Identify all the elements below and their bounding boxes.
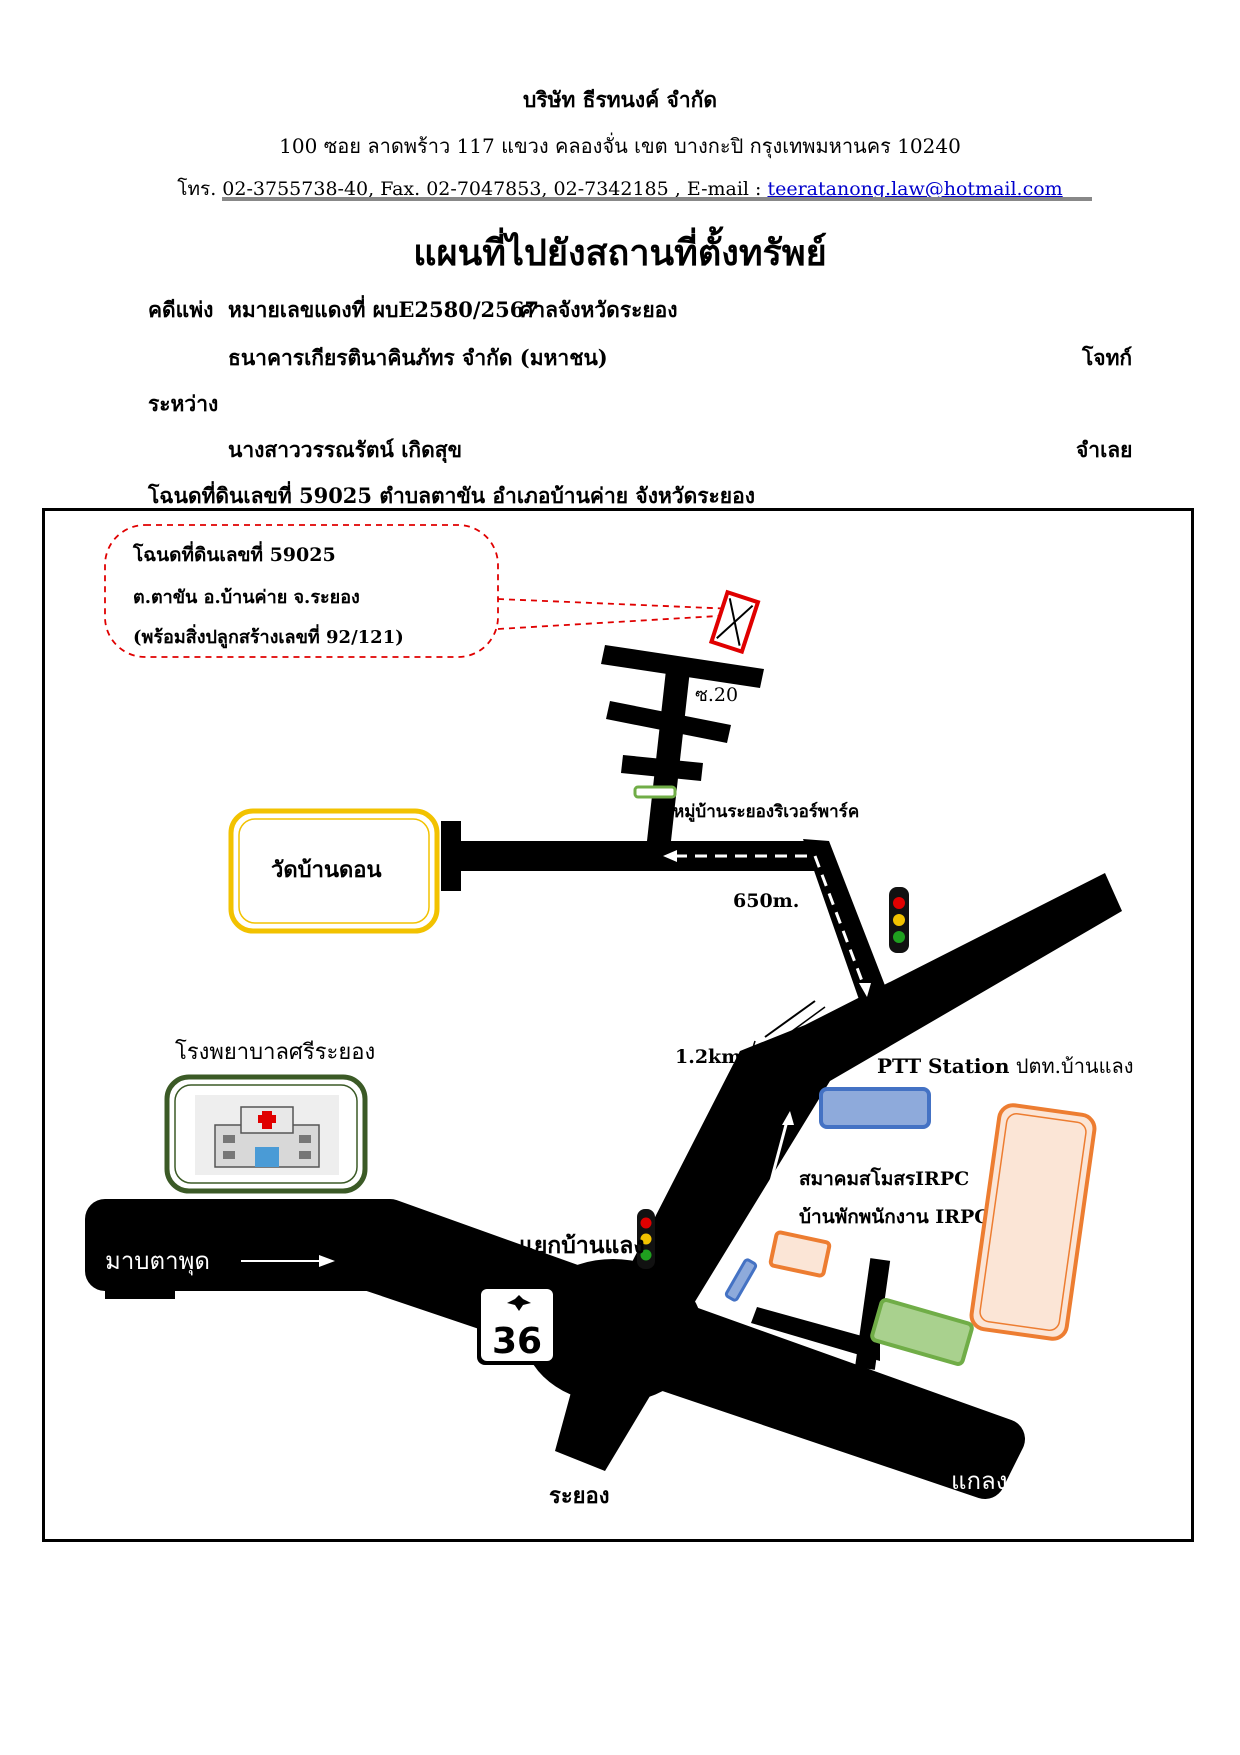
from-arrow-icon: [319, 1255, 335, 1267]
irpc-staff-label: บ้านพักพนักงาน IRPC: [799, 1206, 989, 1228]
route-36-shield-face: [481, 1289, 553, 1361]
callout-pointer-bottom: [497, 614, 736, 630]
hospital-connector: [221, 1201, 311, 1231]
road-end-cap: [441, 821, 461, 891]
temple-box: [228, 808, 440, 934]
page-title: แผนที่ไปยังสถานที่ตั้งทรัพย์: [413, 232, 827, 274]
junction-label: แยกบ้านแลง: [519, 1232, 645, 1259]
from-label: มาบตาพุด: [105, 1247, 210, 1276]
soi-branch-3: [621, 755, 703, 781]
callout-pointer-top: [497, 598, 736, 610]
route-arrow-north: [782, 1111, 794, 1125]
defendant-role: จำเลย: [1076, 437, 1133, 462]
irpc-gate-icon: [724, 1258, 758, 1302]
ptt-label-rest: ปตท.บ้านแลง: [1009, 1054, 1133, 1078]
garuda-emblem-icon: [507, 1295, 531, 1311]
ptt-label-bold: PTT Station: [877, 1054, 1010, 1078]
ptt-station-box: [819, 1087, 931, 1129]
to-klaeng-label: แกลง: [951, 1467, 1007, 1495]
company-name: บริษัท ธีรทนงค์ จำกัด: [523, 87, 717, 112]
defendant-name: นางสาววรรณรัตน์ เกิดสุข: [228, 437, 462, 462]
hospital-box-inner: [174, 1084, 358, 1184]
irpc-side-road-branch: [855, 1258, 891, 1370]
soi-branch-1: [601, 645, 764, 688]
header-divider: [222, 197, 1092, 201]
between-label: ระหว่าง: [148, 391, 219, 416]
route-dashed-line: [675, 854, 867, 990]
traffic-light-icon: [637, 1209, 655, 1269]
location-map: โฉนดที่ดินเลขที่ 59025 ต.ตาขัน อ.บ้านค่า…: [85, 524, 1134, 1509]
irpc-housing-box: [969, 1103, 1097, 1341]
road-to-rayong: [555, 1341, 665, 1471]
callout-line-1: โฉนดที่ดินเลขที่ 59025: [132, 541, 336, 566]
traffic-light-icon: [889, 887, 909, 953]
callout-line-3: (พร้อมสิ่งปลูกสร้างเลขที่ 92/121): [133, 624, 404, 649]
temple-label: วัดบ้านดอน: [271, 857, 382, 883]
route-arrow-south: [859, 983, 871, 997]
route-arrow-west: [663, 850, 677, 862]
road-to-temple: [443, 841, 829, 871]
callout-line-2: ต.ตาขัน อ.บ้านค่าย จ.ระยอง: [133, 587, 360, 608]
irpc-side-road: [751, 1307, 880, 1361]
case-label: คดีแพ่ง: [148, 297, 214, 322]
irpc-housing-box-inner: [979, 1112, 1087, 1332]
village-gate-icon: [633, 785, 677, 799]
irpc-green-building: [870, 1298, 974, 1366]
distance-650-line: [764, 1000, 816, 1038]
irpc-club-label: สมาคมสโมสรIRPC: [799, 1167, 969, 1190]
temple-box-inner: [238, 818, 430, 924]
distance-arrow-lower: [672, 1040, 756, 1312]
to-rayong-label: ระยอง: [549, 1483, 609, 1509]
map-frame: โฉนดที่ดินเลขที่ 59025 ต.ตาขัน อ.บ้านค่า…: [42, 508, 1194, 1542]
hospital-building-icon: [195, 1095, 339, 1175]
distance-arrow-upper: [772, 1006, 826, 1046]
deed-callout-box: [104, 524, 499, 658]
soi-branch-2: [606, 701, 731, 743]
route-number-label: 36: [492, 1321, 542, 1362]
distance-650-label: 650m.: [733, 890, 799, 912]
hospital-label: โรงพยาบาลศรีระยอง: [175, 1039, 375, 1065]
plaintiff-name: ธนาคารเกียรตินาคินภัทร จำกัด (มหาชน): [228, 345, 608, 370]
ptt-label: PTT Station ปตท.บ้านแลง: [877, 1054, 1134, 1078]
route-line-up: [769, 1120, 789, 1182]
company-address: 100 ซอย ลาดพร้าว 117 แขวง คลองจั่น เขต บ…: [279, 134, 961, 158]
village-label: หมู่บ้านระยองริเวอร์พาร์ค: [673, 801, 859, 823]
soi-20-label: ซ.20: [695, 684, 738, 706]
irpc-club-box: [768, 1230, 832, 1278]
highway-west-end: [105, 1219, 175, 1299]
distance-arrowhead-bottom: [669, 1297, 679, 1311]
contact-phone-fax: โทร. 02-3755738-40, Fax. 02-7047853, 02-…: [177, 178, 768, 200]
case-number: หมายเลขแดงที่ ผบE2580/2567: [228, 297, 539, 322]
email-link[interactable]: teeratanong.law@hotmail.com: [767, 178, 1063, 200]
company-contact: โทร. 02-3755738-40, Fax. 02-7047853, 02-…: [0, 174, 1240, 204]
distance-arrowhead-top: [871, 997, 885, 1009]
distance-1200-label: 1.2km.: [675, 1046, 748, 1068]
land-deed: โฉนดที่ดินเลขที่ 59025 ตำบลตาขัน อำเภอบ้…: [148, 483, 755, 508]
court-name: ศาลจังหวัดระยอง: [520, 297, 678, 322]
plaintiff-role: โจทก์: [1082, 345, 1133, 370]
road-to-northeast: [607, 873, 1122, 1331]
property-marker-icon: [708, 589, 761, 655]
